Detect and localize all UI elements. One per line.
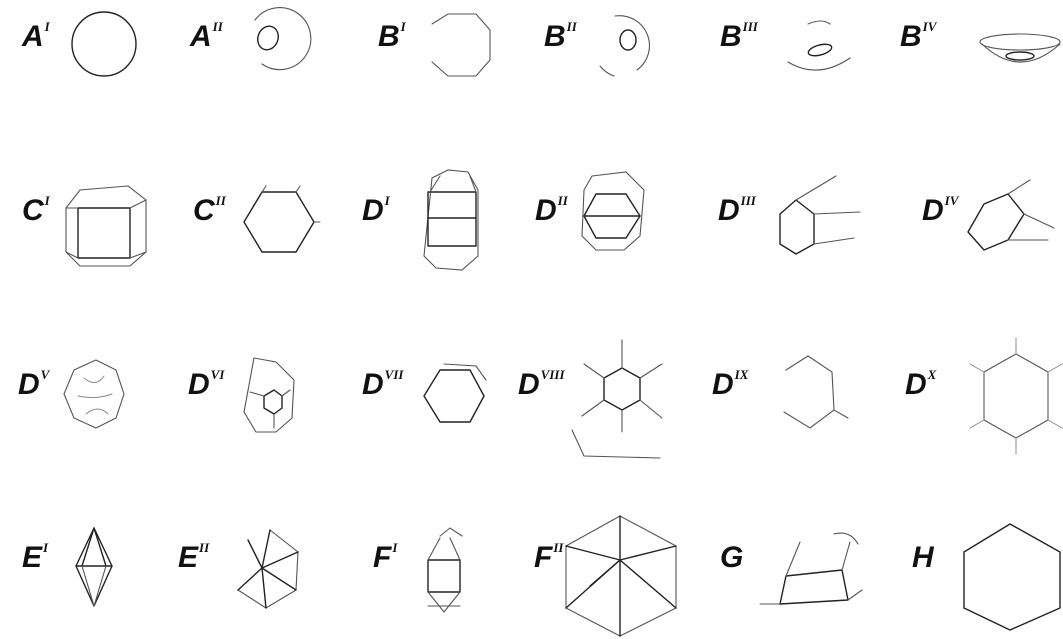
label-b2: BII: [544, 19, 577, 53]
label-d9: DIX: [712, 367, 749, 401]
label-c1: CI: [22, 193, 50, 227]
label-c2: CII: [193, 193, 226, 227]
figure-f2-star-hexagon: [565, 515, 677, 637]
label-a2: AII: [190, 19, 223, 53]
figure-e2-star: [237, 529, 299, 609]
label-d6: DVI: [188, 367, 225, 401]
label-b1: BI: [378, 19, 406, 53]
figure-d7-hexagon: [423, 363, 487, 423]
label-d3: DIII: [718, 193, 756, 227]
label-a1: AI: [22, 19, 50, 53]
figure-b4-disc: [979, 33, 1061, 63]
figure-d2-prism: [581, 171, 645, 251]
figure-h-hexagon: [963, 523, 1061, 631]
figure-f1-bipyramid: [427, 527, 463, 613]
label-d8: DVIII: [518, 367, 565, 401]
label-f1: FI: [373, 540, 398, 574]
figure-d1-prism: [423, 169, 479, 271]
figure-d3-prism: [779, 175, 861, 255]
label-e2: EII: [178, 540, 210, 574]
figure-d10-hexagon: [969, 337, 1063, 455]
label-b4: BIV: [900, 19, 937, 53]
label-h: H: [912, 541, 934, 574]
figure-a2-circle: [254, 7, 312, 71]
figure-c1-prism: [65, 185, 147, 267]
label-f2: FII: [534, 540, 564, 574]
figure-e1-bipyramid: [75, 527, 113, 607]
figure-c2-hexagon: [243, 185, 321, 253]
figure-b3-disc: [787, 20, 851, 71]
label-d5: DV: [18, 367, 50, 401]
figure-b2-disc: [599, 15, 650, 77]
figure-d6-rounded: [243, 357, 295, 433]
figure-d8-star: [571, 339, 663, 459]
figure-d9-open-hexagon: [783, 355, 849, 429]
figure-b1-disc: [431, 13, 491, 77]
label-b3: BIII: [720, 19, 758, 53]
label-d7: DVII: [362, 367, 404, 401]
label-d4: DIV: [922, 193, 959, 227]
figure-d4-prism: [967, 179, 1055, 251]
label-e1: EI: [22, 540, 49, 574]
figure-a1-circle: [71, 11, 137, 77]
figure-d5-rounded: [63, 359, 125, 429]
label-d1: DI: [362, 193, 390, 227]
label-g: G: [720, 541, 744, 574]
figure-g-trapezoid: [759, 532, 863, 605]
label-d2: DII: [535, 193, 568, 227]
label-d10: DX: [905, 367, 937, 401]
